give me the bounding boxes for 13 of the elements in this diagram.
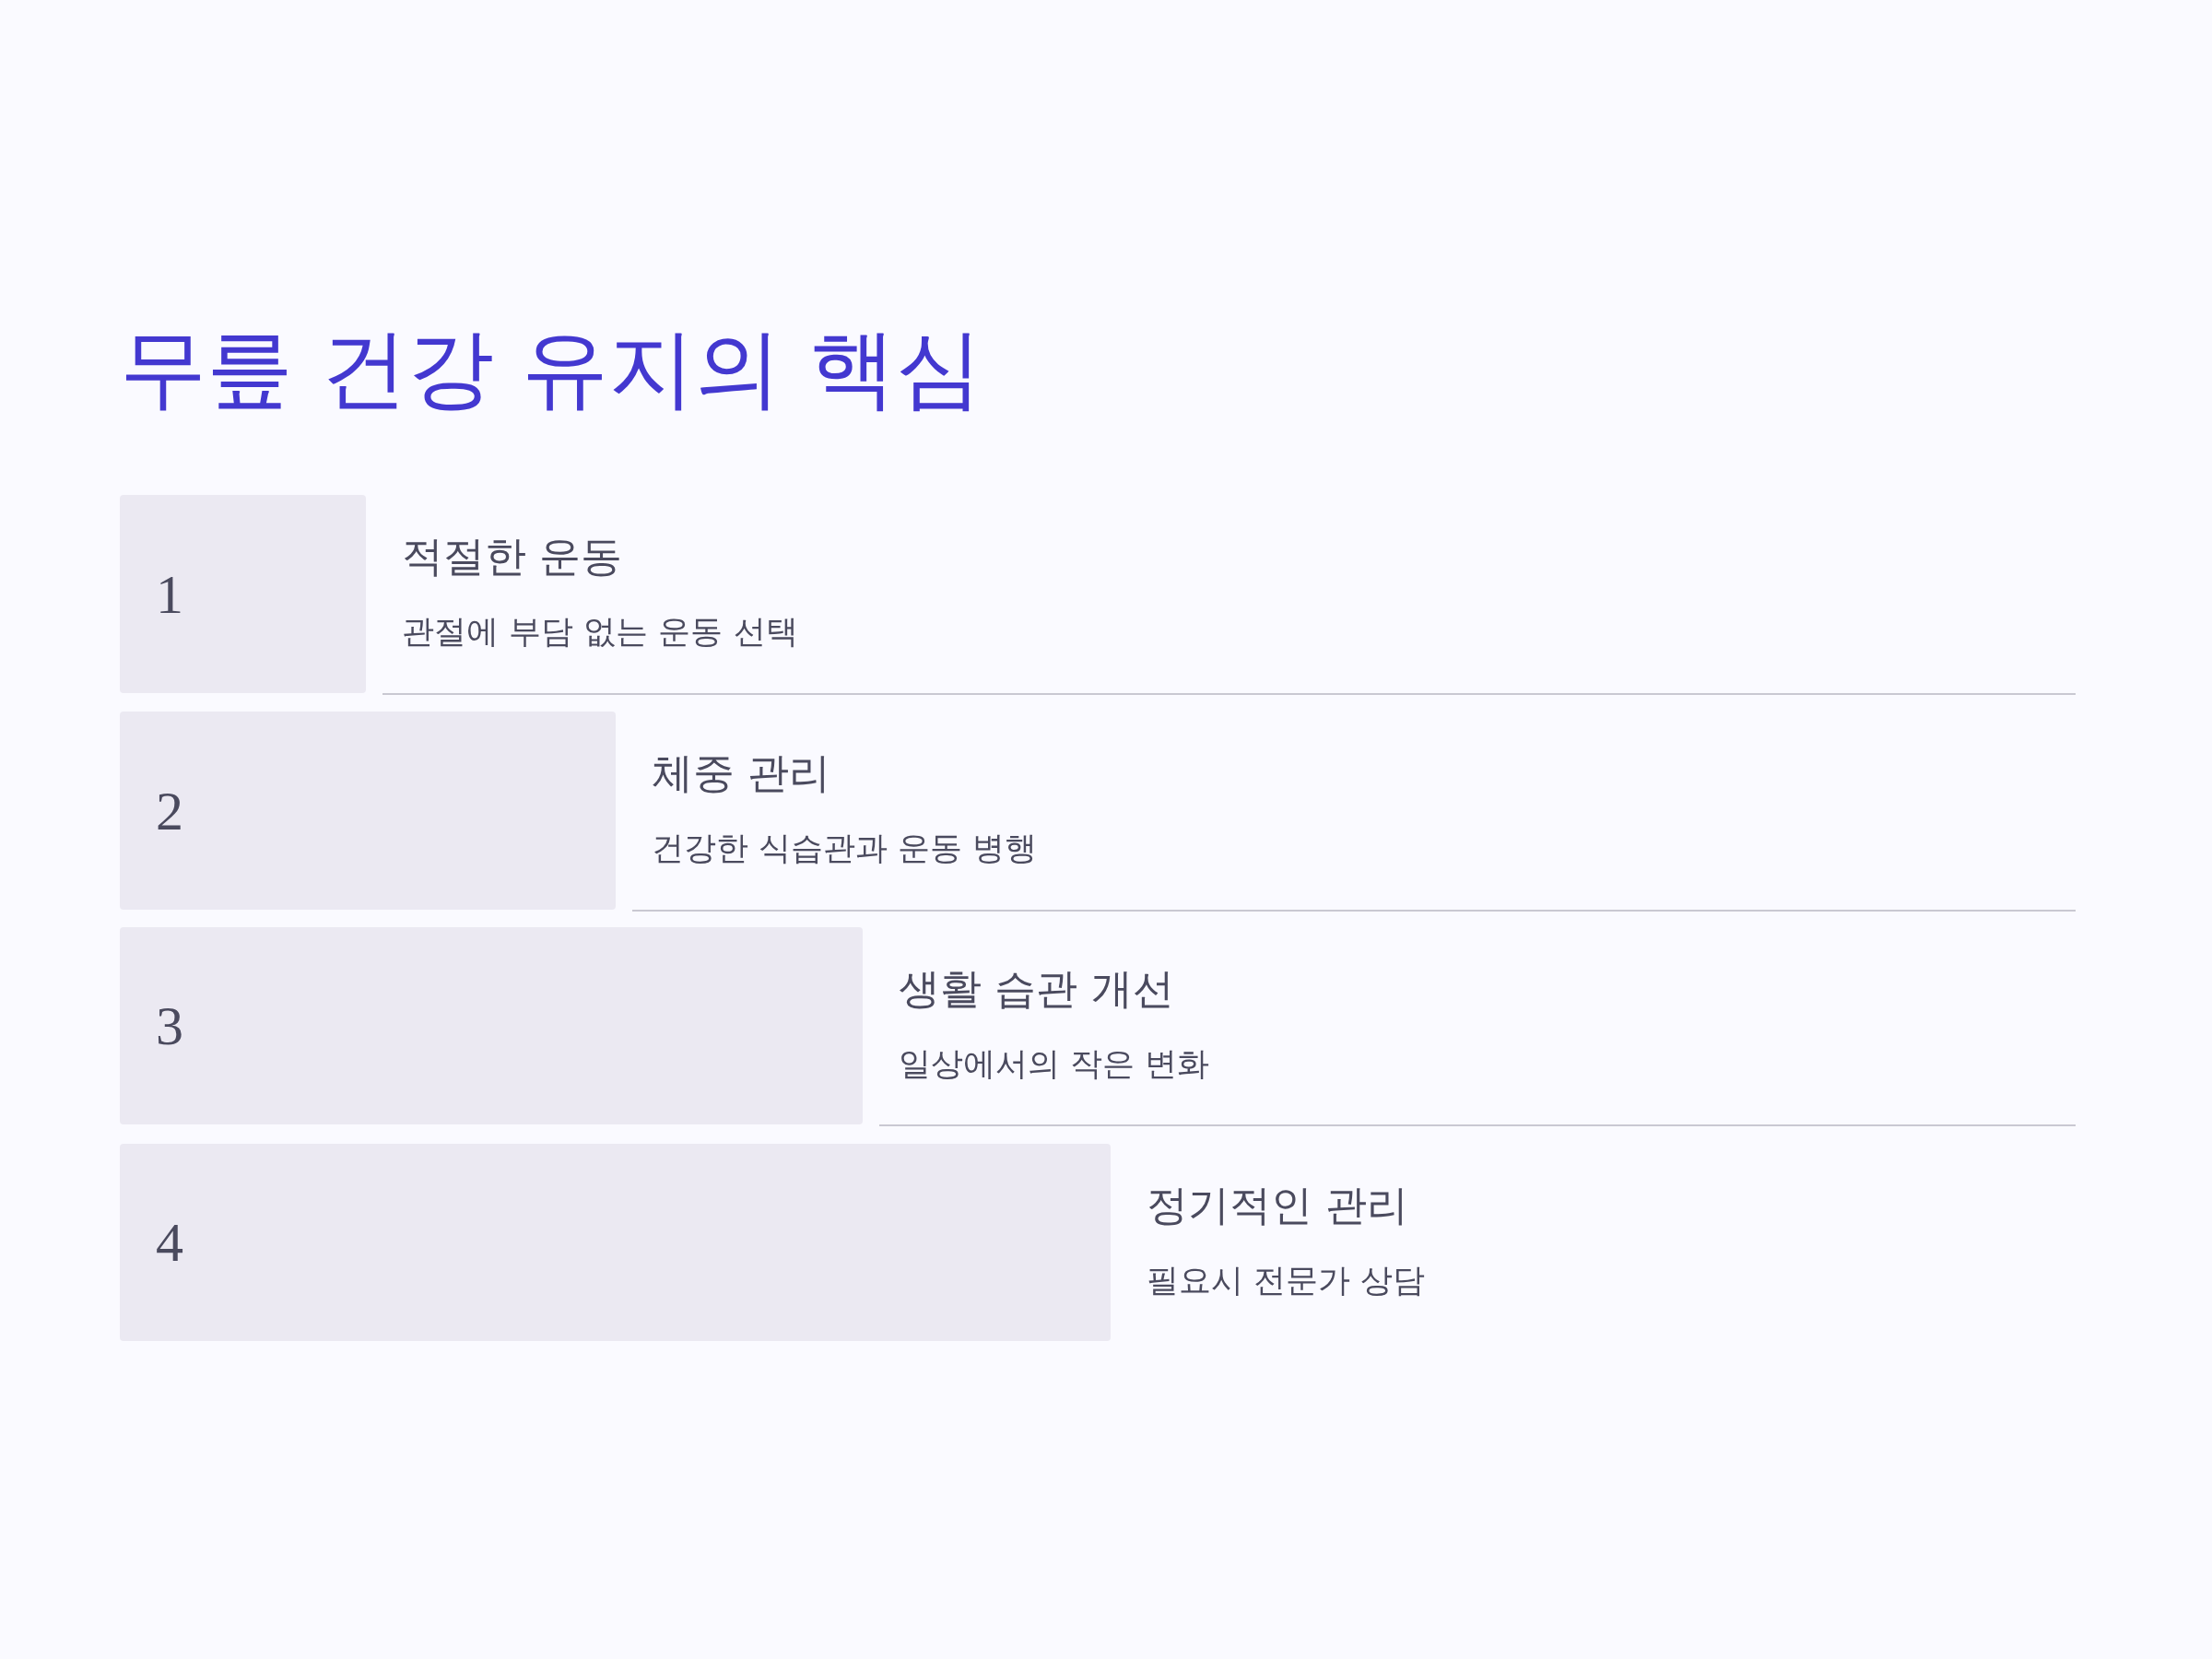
step-description: 건강한 식습관과 운동 병행 bbox=[652, 829, 1038, 868]
step-number: 1 bbox=[156, 563, 183, 625]
step-heading: 체중 관리 bbox=[652, 747, 831, 799]
step-number: 3 bbox=[156, 995, 183, 1056]
step-number: 4 bbox=[156, 1212, 183, 1273]
title: 무릎 건강 유지의 핵심 bbox=[120, 317, 982, 420]
step-heading: 생활 습관 개선 bbox=[899, 963, 1174, 1015]
step-description: 관절에 부담 없는 운동 선택 bbox=[402, 612, 798, 652]
step-number: 2 bbox=[156, 780, 183, 841]
step-heading: 정기적인 관리 bbox=[1147, 1180, 1409, 1231]
step-description: 일상에서의 작은 변화 bbox=[899, 1044, 1210, 1084]
step-description: 필요시 전문가 상담 bbox=[1147, 1261, 1426, 1300]
step-heading: 적절한 운동 bbox=[402, 531, 623, 582]
